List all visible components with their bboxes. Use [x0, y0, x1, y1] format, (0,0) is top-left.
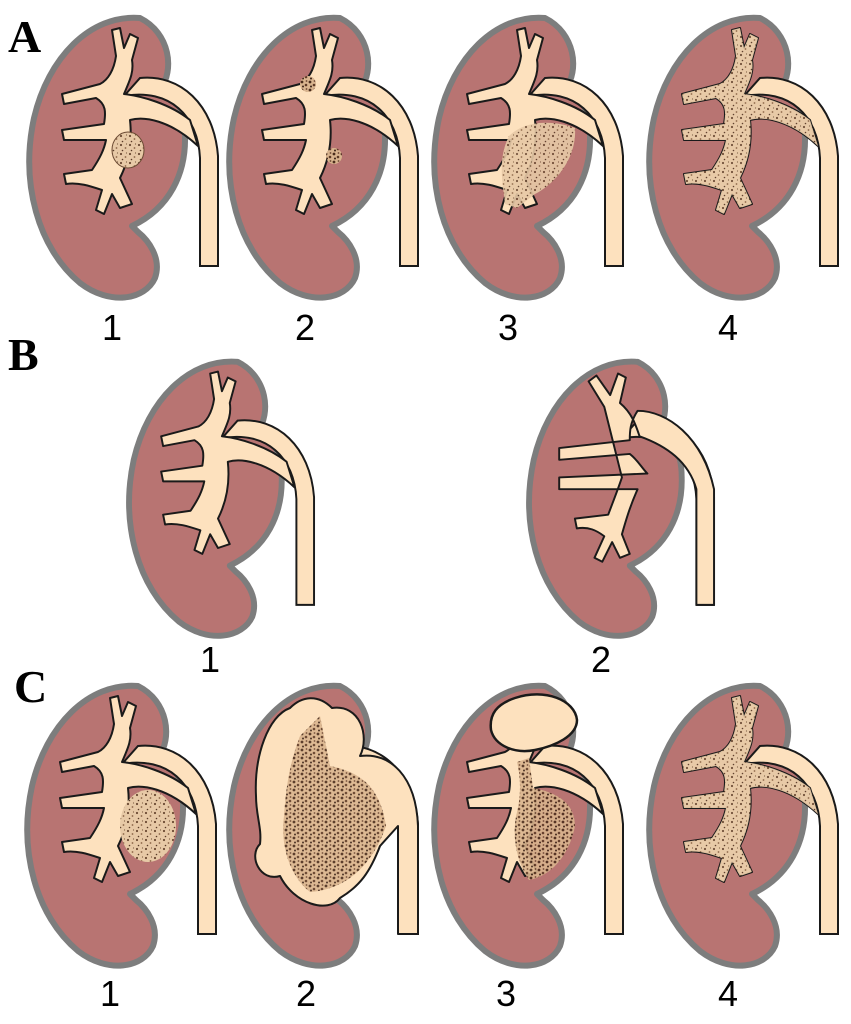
mass: [283, 716, 386, 892]
section-label-c: C: [14, 661, 47, 712]
kidney-a3: [431, 14, 624, 301]
kidney-a1: [26, 14, 219, 301]
panel-number-a1: 1: [102, 307, 122, 348]
collecting-system: [59, 695, 197, 883]
stone-lower: [326, 148, 342, 164]
kidney-c1: [24, 682, 217, 969]
collecting-system: [261, 27, 399, 215]
ureter: [321, 76, 419, 267]
section-label-b: B: [8, 329, 39, 380]
ureter: [119, 744, 217, 935]
panel-number-b2: 2: [591, 639, 611, 680]
collecting-system: [558, 372, 716, 606]
kidney-a2: [226, 14, 419, 301]
dilated-upper-calyx: [489, 693, 579, 753]
ureter: [121, 76, 219, 267]
panel-number-c3: 3: [496, 973, 516, 1014]
ureter: [526, 76, 624, 267]
panel-number-c2: 2: [296, 973, 316, 1014]
kidney-panels: [24, 14, 839, 969]
panel-number-a3: 3: [498, 307, 518, 348]
panel-number-c1: 1: [100, 973, 120, 1014]
ureter: [741, 76, 839, 267]
stone: [501, 122, 576, 208]
mass: [120, 790, 176, 862]
ureter: [741, 744, 839, 935]
collecting-system: [160, 370, 296, 555]
kidney-b2: [526, 358, 716, 639]
mass: [514, 758, 575, 880]
kidney-c2: [226, 682, 419, 969]
kidney-a4: [646, 14, 839, 301]
stone: [111, 131, 145, 169]
staghorn-stone: [682, 696, 818, 882]
kidney-b1: [126, 358, 316, 639]
panel-number-a2: 2: [295, 307, 315, 348]
ureter: [219, 419, 316, 606]
staghorn-stone: [682, 28, 818, 214]
kidney-c3: [431, 682, 624, 969]
section-label-a: A: [8, 11, 41, 62]
ureter: [526, 744, 624, 935]
panel-number-b1: 1: [200, 639, 220, 680]
stone-upper: [300, 76, 316, 92]
panel-number-a4: 4: [718, 307, 738, 348]
collecting-system: [61, 27, 199, 215]
panel-number-c4: 4: [718, 973, 738, 1014]
kidney-c4: [646, 682, 839, 969]
